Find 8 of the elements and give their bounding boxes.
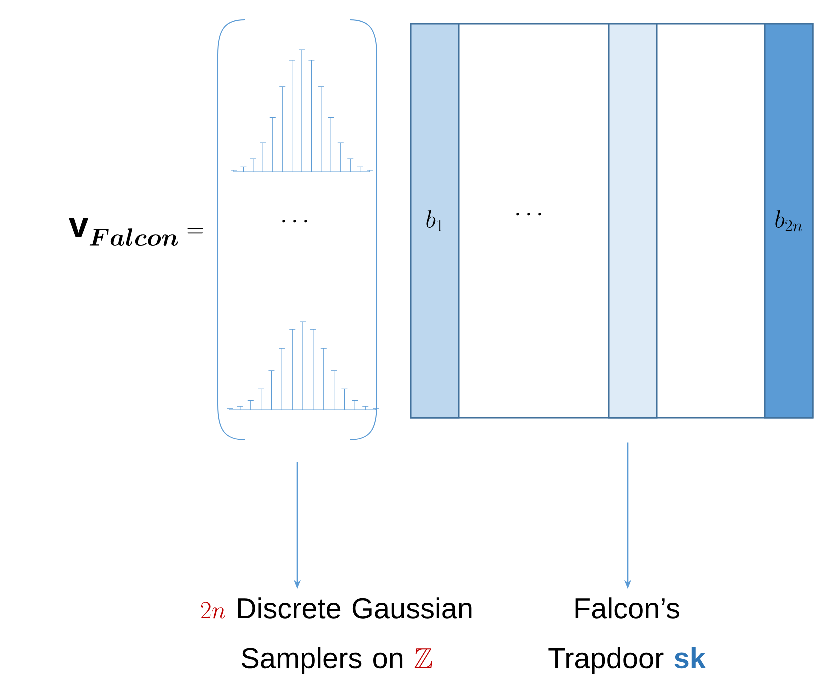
ellipsis: $\cdots$ xyxy=(516,213,542,216)
caption-text: Falcon’s Trapdoor $\mathbf{sk}$ xyxy=(548,598,706,674)
matrix-column: $b_1$ xyxy=(410,23,460,419)
caption-text: $2n$ Discrete Gaussian Samplers on $\mathbb{Z}$ xyxy=(201,598,472,674)
matrix-column: $b_{2n}$ xyxy=(764,23,814,419)
vector-label: $\mathbf{v}_{\bm{Falcon}} =$ xyxy=(69,218,204,246)
column-bar xyxy=(608,23,658,419)
ellipsis: $\cdots$ xyxy=(282,220,308,223)
